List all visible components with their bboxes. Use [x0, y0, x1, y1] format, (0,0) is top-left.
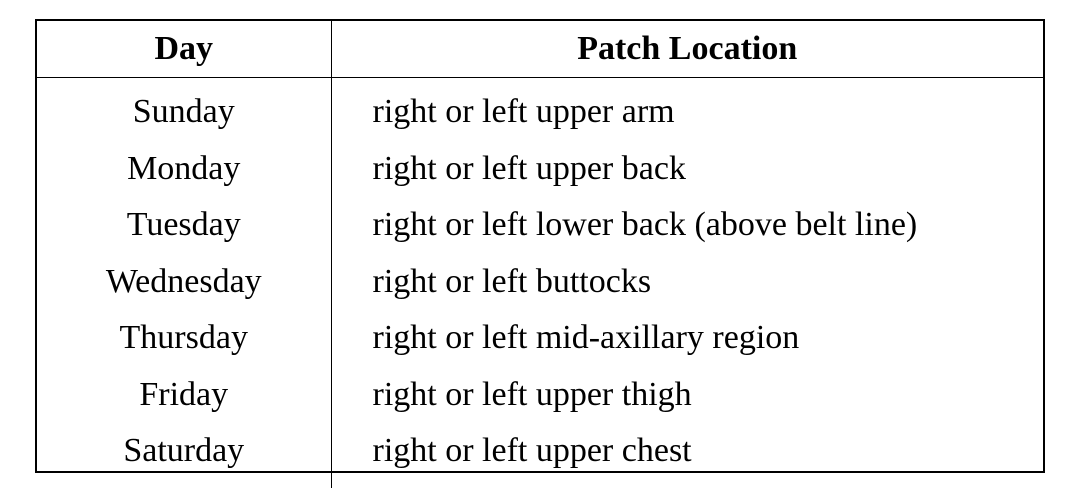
table-row: Monday right or left upper back — [37, 140, 1043, 197]
table-row: Sunday right or left upper arm — [37, 77, 1043, 141]
location-cell: right or left upper arm — [372, 93, 675, 131]
day-cell: Friday — [37, 366, 332, 423]
table-row: Friday right or left upper thigh — [37, 366, 1043, 423]
schedule-table: Day Patch Location Sunday right or left … — [37, 21, 1043, 488]
location-cell: right or left upper chest — [372, 432, 692, 470]
location-cell: right or left buttocks — [372, 262, 652, 300]
day-column-header: Day — [37, 21, 332, 78]
table-row: Tuesday right or left lower back (above … — [37, 197, 1043, 254]
location-cell: right or left lower back (above belt lin… — [372, 206, 918, 244]
day-cell: Wednesday — [37, 253, 332, 310]
day-cell: Thursday — [37, 310, 332, 367]
day-cell: Sunday — [37, 77, 332, 141]
location-column-header: Patch Location — [331, 21, 1043, 78]
day-cell: Saturday — [37, 423, 332, 488]
day-cell: Monday — [37, 140, 332, 197]
location-cell: right or left upper back — [372, 149, 686, 187]
location-cell: right or left mid-axillary region — [372, 319, 800, 357]
day-cell: Tuesday — [37, 197, 332, 254]
patch-schedule-table: Day Patch Location Sunday right or left … — [35, 19, 1045, 488]
table-row: Wednesday right or left buttocks — [37, 253, 1043, 310]
location-cell: right or left upper thigh — [372, 375, 692, 413]
table-row: Saturday right or left upper chest — [37, 423, 1043, 488]
table-row: Thursday right or left mid-axillary regi… — [37, 310, 1043, 367]
header-row: Day Patch Location — [37, 21, 1043, 78]
